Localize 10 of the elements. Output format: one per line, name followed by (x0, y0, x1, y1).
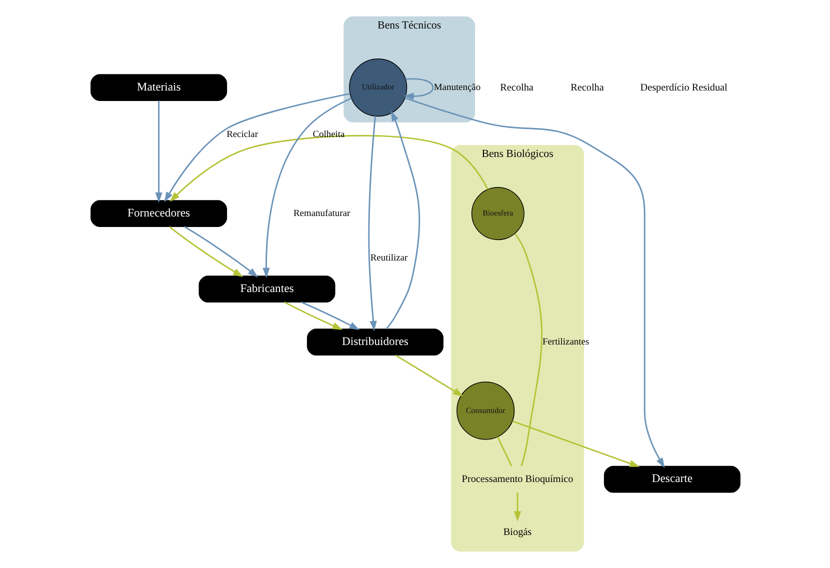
edge-label: Remanufaturar (293, 209, 350, 220)
label: Recolha (570, 82, 604, 94)
label: Desperdício Residual (640, 82, 727, 94)
edge-label: Fertilizantes (542, 338, 589, 348)
label: Recolha (500, 82, 533, 94)
edge-label: Reciclar (226, 130, 258, 140)
edge-label: Manutenção (433, 83, 480, 94)
node-text: Biogás (502, 527, 532, 538)
node-text: Processamento Bioquímico (461, 474, 573, 486)
edge-label: Reutilizar (370, 253, 408, 264)
